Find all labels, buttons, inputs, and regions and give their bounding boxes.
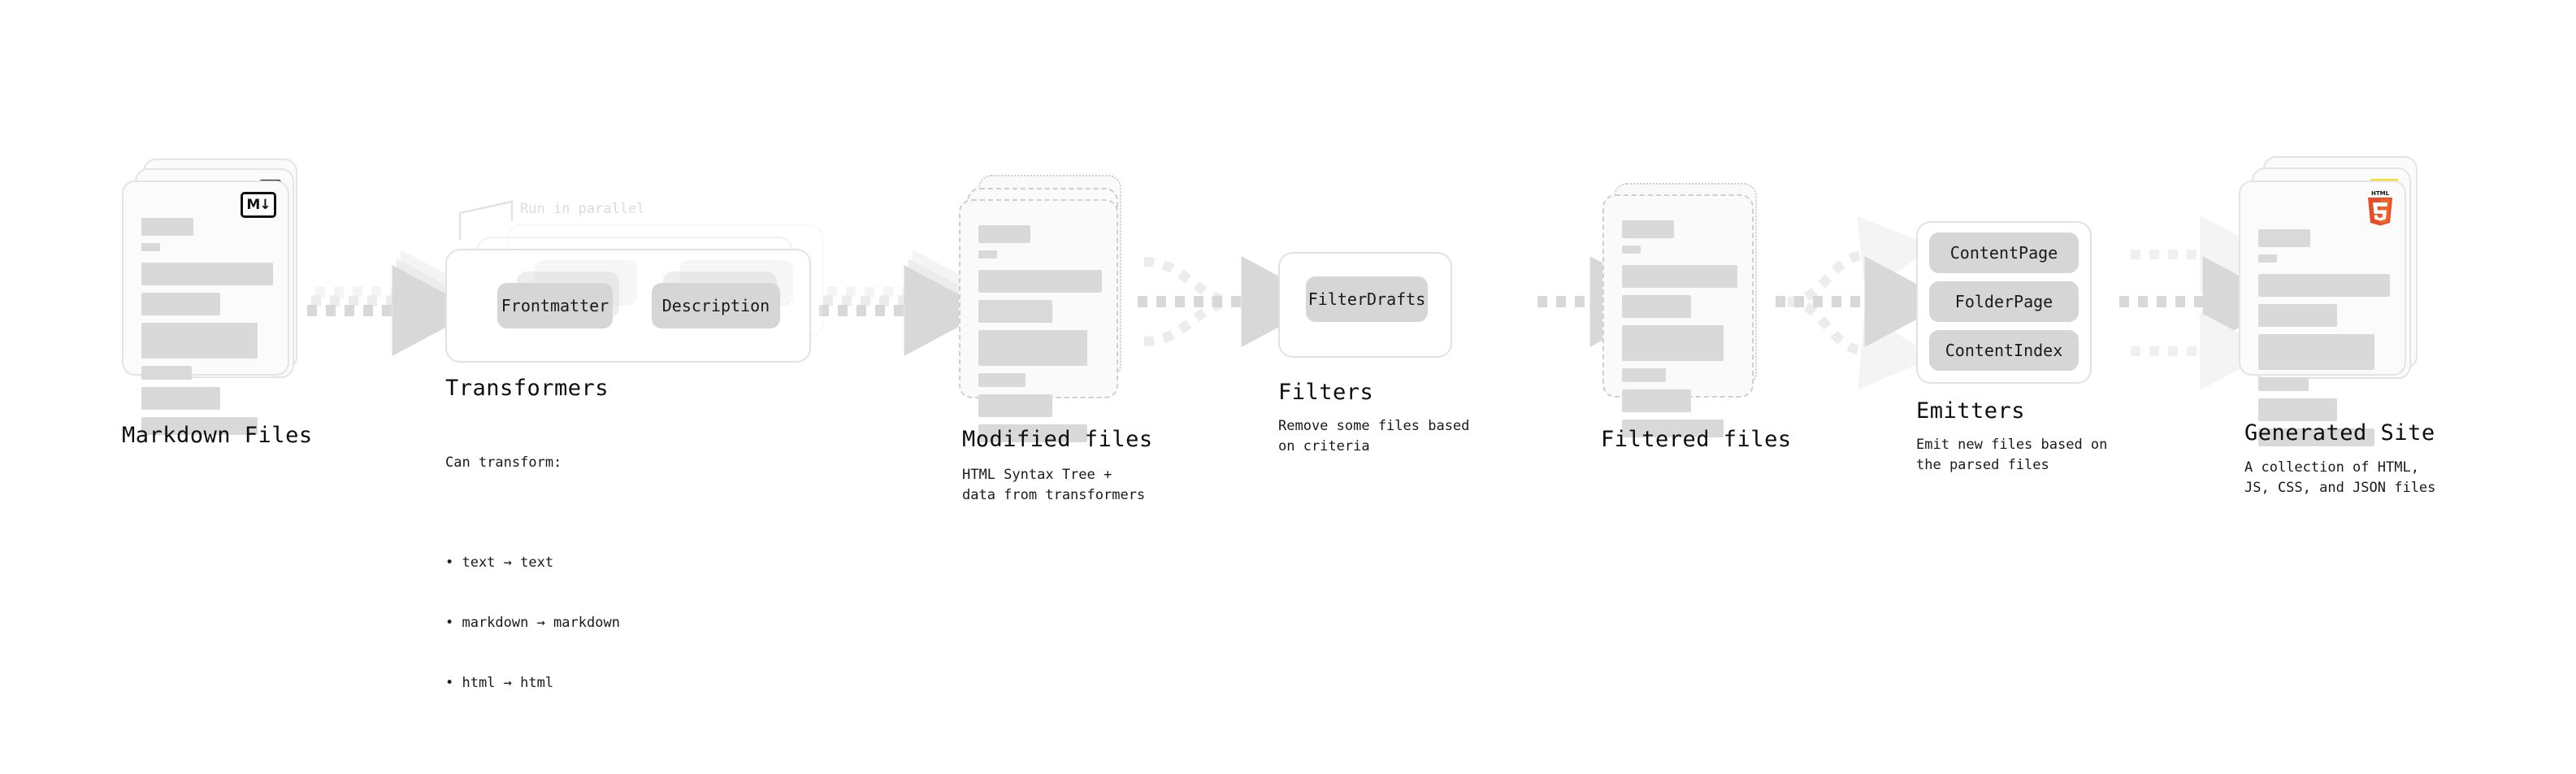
stage-markdown-files: M↓ M↓ M↓ bbox=[122, 159, 333, 435]
content-bar bbox=[2258, 304, 2338, 327]
chip-frontmatter-label: Frontmatter bbox=[501, 296, 609, 315]
content-bar bbox=[978, 373, 1026, 387]
content-bar bbox=[2258, 334, 2374, 370]
content-bar bbox=[1622, 220, 1674, 238]
generated-site-title: Generated Site bbox=[2244, 420, 2435, 446]
content-bar bbox=[2258, 254, 2277, 263]
content-bar bbox=[978, 270, 1102, 293]
pipeline-diagram: M↓ M↓ M↓ Markdown Files bbox=[122, 156, 2450, 691]
content-bar bbox=[2258, 377, 2309, 391]
content-bar bbox=[2258, 274, 2390, 297]
chip-contentpage-label: ContentPage bbox=[1949, 243, 2058, 263]
content-bar bbox=[141, 263, 273, 285]
content-bar bbox=[1622, 265, 1737, 288]
file-content-placeholder bbox=[2258, 229, 2390, 454]
transformers-subtitle: Can transform: • text → text • markdown … bbox=[445, 413, 620, 774]
html5-icon: HTML bbox=[2364, 189, 2396, 226]
content-bar bbox=[1622, 295, 1692, 318]
content-bar bbox=[978, 225, 1030, 243]
transformers-title: Transformers bbox=[445, 376, 609, 401]
stage-transformers: Frontmatter Description bbox=[445, 202, 827, 364]
chip-description[interactable]: Description bbox=[652, 283, 780, 328]
arrow-emitters-to-site bbox=[2119, 215, 2288, 390]
filters-subtitle: Remove some files based on criteria bbox=[1278, 418, 1470, 454]
file-content-placeholder bbox=[1622, 220, 1737, 445]
filters-title: Filters bbox=[1278, 380, 1374, 405]
chip-filterdrafts-label: FilterDrafts bbox=[1308, 289, 1426, 309]
arrow-transformers-to-modified bbox=[819, 250, 992, 356]
list-item: • text → text bbox=[445, 554, 554, 572]
markdown-icon: M↓ bbox=[241, 192, 276, 218]
generated-site-subtitle: A collection of HTML, JS, CSS, and JSON … bbox=[2244, 459, 2436, 496]
chip-frontmatter[interactable]: Frontmatter bbox=[497, 283, 613, 328]
transformers-subtitle-heading: Can transform: bbox=[445, 454, 562, 472]
chip-filterdrafts[interactable]: FilterDrafts bbox=[1306, 276, 1428, 322]
svg-text:HTML: HTML bbox=[2371, 190, 2390, 197]
modified-file-front bbox=[959, 199, 1118, 442]
content-bar bbox=[2258, 398, 2338, 421]
stage-filtered-files bbox=[1594, 183, 1798, 437]
modified-files-title: Modified files bbox=[962, 427, 1153, 452]
content-bar bbox=[2258, 229, 2310, 247]
content-bar bbox=[141, 293, 221, 315]
stage-filters: FilterDrafts bbox=[1278, 252, 1465, 358]
content-bar bbox=[978, 300, 1053, 323]
content-bar bbox=[1622, 420, 1724, 437]
markdown-files-title: Markdown Files bbox=[122, 423, 313, 448]
stage-generated-site: CSS HTML bbox=[2239, 156, 2450, 446]
content-bar bbox=[978, 394, 1053, 417]
chip-folderpage-label: FolderPage bbox=[1954, 292, 2053, 311]
chip-folderpage[interactable]: FolderPage bbox=[1929, 281, 2079, 322]
emitters-subtitle: Emit new files based on the parsed files bbox=[1916, 437, 2108, 473]
content-bar bbox=[2258, 428, 2374, 446]
stage-emitters: ContentPage FolderPage ContentIndex bbox=[1916, 221, 2119, 392]
content-bar bbox=[141, 387, 221, 410]
filtered-file-front bbox=[1602, 194, 1754, 437]
content-bar bbox=[1622, 246, 1641, 254]
content-bar bbox=[1622, 368, 1666, 382]
run-in-parallel-label: Run in parallel bbox=[520, 201, 645, 217]
content-bar bbox=[978, 330, 1087, 366]
filtered-files-title: Filtered files bbox=[1601, 427, 1792, 452]
content-bar bbox=[141, 218, 193, 236]
transformers-bullet-list: • text → text • markdown → markdown • ht… bbox=[445, 513, 620, 733]
content-bar bbox=[1622, 325, 1724, 361]
markdown-file-front: M↓ bbox=[122, 180, 289, 435]
content-bar bbox=[978, 250, 997, 259]
content-bar bbox=[141, 417, 258, 435]
emitters-title: Emitters bbox=[1916, 398, 2026, 424]
stage-modified-files bbox=[959, 175, 1162, 442]
generated-file-html: HTML bbox=[2239, 180, 2406, 446]
file-content-placeholder bbox=[978, 225, 1102, 450]
content-bar bbox=[141, 323, 258, 359]
list-item: • html → html bbox=[445, 675, 554, 692]
chip-description-label: Description bbox=[661, 296, 770, 315]
chip-contentindex[interactable]: ContentIndex bbox=[1929, 330, 2079, 371]
list-item: • markdown → markdown bbox=[445, 615, 620, 632]
chip-contentpage[interactable]: ContentPage bbox=[1929, 233, 2079, 273]
file-content-placeholder bbox=[141, 218, 273, 442]
content-bar bbox=[141, 366, 192, 380]
content-bar bbox=[1622, 389, 1692, 412]
content-bar bbox=[141, 243, 160, 251]
content-bar bbox=[978, 424, 1087, 442]
chip-contentindex-label: ContentIndex bbox=[1945, 341, 2063, 360]
modified-files-subtitle: HTML Syntax Tree + data from transformer… bbox=[962, 467, 1146, 503]
